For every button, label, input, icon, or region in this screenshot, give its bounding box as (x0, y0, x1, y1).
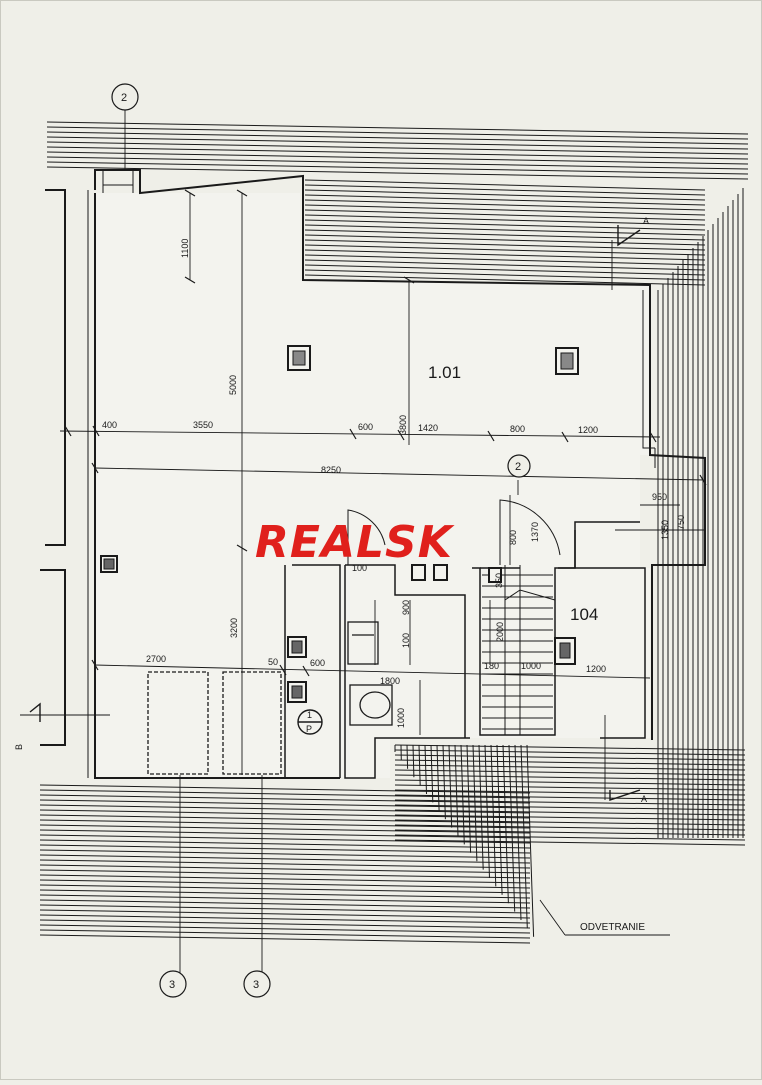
section-mark-left: B (14, 744, 24, 750)
dim-600-top: 600 (358, 422, 373, 432)
dim-1100: 1100 (180, 239, 190, 258)
dim-2000: 2000 (495, 622, 505, 642)
dim-800-door: 800 (508, 530, 518, 545)
dim-180: 180 (484, 661, 499, 671)
axis-3-left-label: 3 (169, 979, 175, 991)
dim-600-bottom: 600 (310, 658, 325, 668)
dim-1000-wc: 1000 (396, 708, 406, 728)
section-mark-mid-bottom: P (306, 724, 312, 734)
section-mark-lower: A (641, 794, 647, 804)
dim-3200: 3200 (229, 618, 239, 638)
dim-1370: 1370 (530, 522, 540, 542)
room-101-label: 1.01 (428, 363, 461, 382)
dim-2700: 2700 (146, 654, 166, 664)
watermark-logo: REALSK (255, 517, 455, 568)
axis-2-top-label: 2 (121, 92, 127, 104)
dim-1000-stair: 1000 (521, 661, 541, 671)
dim-5000: 5000 (228, 375, 238, 395)
annotation-odvetranie: ODVETRANIE (580, 922, 645, 933)
dim-1200-bottom: 1200 (586, 664, 606, 674)
dim-800-top: 800 (510, 424, 525, 434)
section-mark-mid-top: 1 (307, 710, 312, 720)
dim-100-side: 100 (401, 633, 411, 648)
dim-950: 950 (652, 492, 667, 502)
dim-900: 900 (401, 600, 411, 615)
dim-1800: 1800 (380, 676, 400, 686)
dim-3550: 3550 (193, 420, 213, 430)
dim-8250: 8250 (321, 465, 341, 475)
room-104-label: 104 (570, 605, 598, 624)
dim-3800: 3800 (398, 415, 408, 435)
dim-1420: 1420 (418, 423, 438, 433)
dim-350: 350 (494, 573, 504, 588)
axis-3-right-label: 3 (253, 979, 259, 991)
dim-1200-top: 1200 (578, 425, 598, 435)
axis-2-mid-label: 2 (515, 461, 521, 473)
dim-1350: 1350 (660, 520, 670, 540)
dim-750: 750 (676, 515, 686, 530)
dim-50: 50 (268, 657, 278, 667)
hatch-line (407, 745, 408, 769)
dim-400: 400 (102, 420, 117, 430)
section-mark-upper: A (643, 216, 649, 226)
